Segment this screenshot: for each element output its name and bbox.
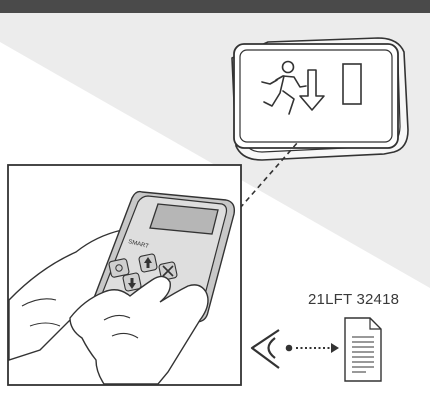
- device-screen: [149, 203, 219, 235]
- tools-icon: [158, 261, 178, 281]
- emergency-exit-sign: [231, 37, 409, 161]
- arrow-down-key-icon: [122, 272, 142, 292]
- eye-icon: [250, 329, 293, 369]
- dashed-connector: [239, 141, 299, 209]
- device-brand: SMART: [128, 239, 150, 250]
- running-man-icon: [261, 60, 307, 115]
- arrow-up-icon: [138, 253, 158, 273]
- top-bar: [0, 0, 430, 13]
- handheld-programmer: SMART: [8, 190, 236, 385]
- right-hand: [69, 275, 209, 385]
- arrow-down-icon: [299, 69, 325, 111]
- sun-settings-icon: [108, 258, 130, 278]
- document-icon: [344, 317, 382, 382]
- door-icon: [342, 63, 362, 105]
- document-code-label: 21LFT 32418: [308, 291, 400, 308]
